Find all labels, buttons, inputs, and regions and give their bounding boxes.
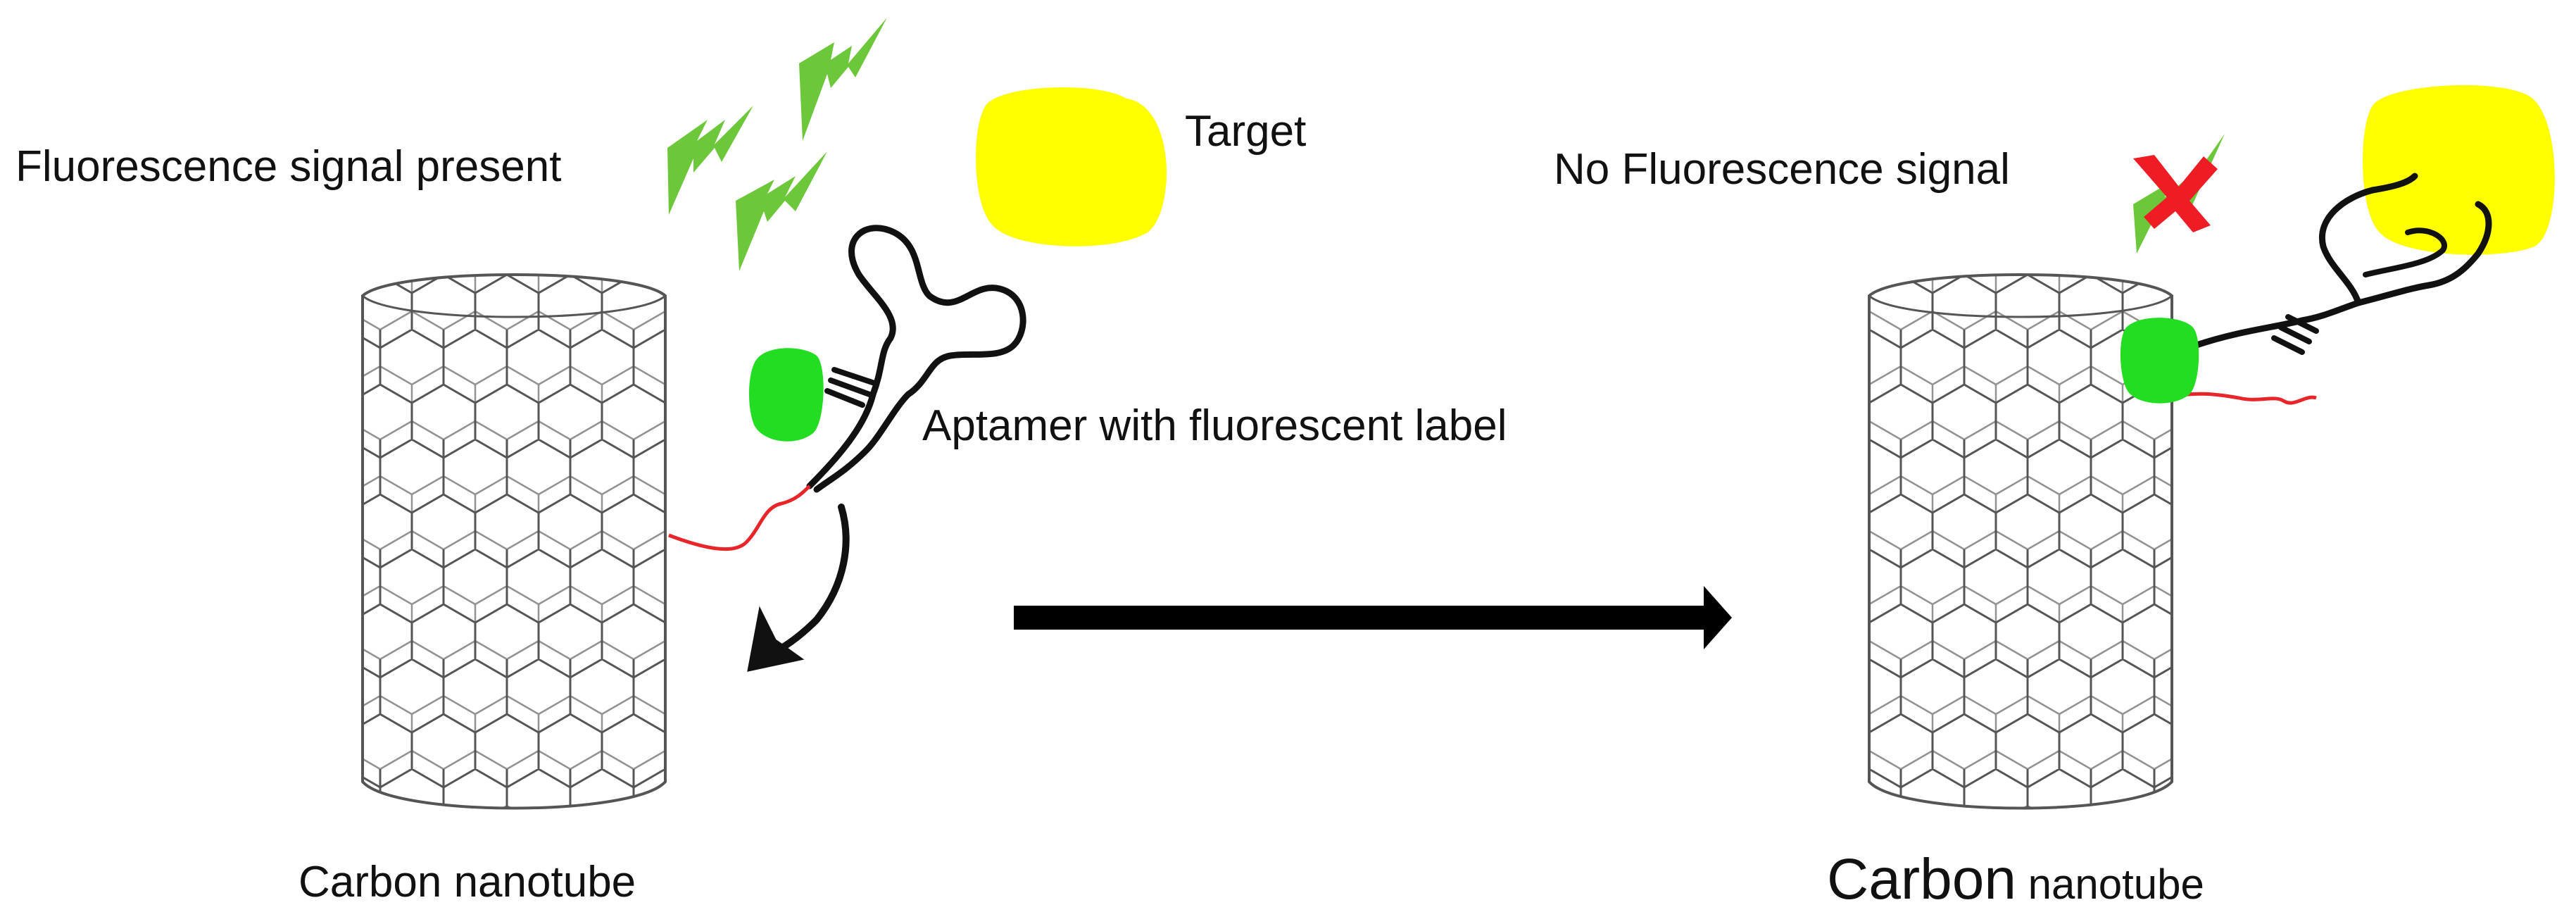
signal-bolts-left bbox=[667, 18, 887, 271]
fluorophore-left bbox=[749, 348, 824, 442]
aptamer-bound-right bbox=[2120, 173, 2492, 405]
carbon-nanotube-right-label: Carbon nanotube bbox=[1827, 851, 2204, 909]
aptamer-label: Aptamer with fluorescent label bbox=[922, 401, 1507, 450]
arrowhead bbox=[747, 606, 805, 672]
signal-blocked bbox=[2133, 134, 2225, 254]
lightning-bolt-icon bbox=[736, 151, 827, 271]
process-arrow bbox=[1014, 586, 1732, 649]
fluorescence-present-label: Fluorescence signal present bbox=[15, 142, 562, 191]
nanotube-word: nanotube bbox=[2028, 861, 2204, 908]
target-blob-right bbox=[2363, 85, 2555, 255]
lightning-bolt-icon bbox=[799, 18, 887, 141]
no-fluorescence-label: No Fluorescence signal bbox=[1554, 145, 2010, 194]
right-arrow-icon bbox=[1704, 586, 1732, 649]
lightning-bolt-icon bbox=[667, 106, 753, 215]
linker-left bbox=[668, 485, 811, 551]
fluorophore-right bbox=[2120, 318, 2199, 404]
linker-right bbox=[2164, 392, 2317, 405]
carbon-nanotube-left bbox=[361, 273, 667, 810]
target-label: Target bbox=[1185, 107, 1307, 156]
carbon-nanotube-left-label: Carbon nanotube bbox=[299, 858, 636, 906]
red-x-icon bbox=[2133, 155, 2218, 232]
release-arrow bbox=[747, 504, 850, 672]
carbon-word: Carbon bbox=[1827, 847, 2016, 911]
aptamer-left bbox=[668, 225, 1026, 551]
target-blob-left bbox=[976, 87, 1167, 246]
